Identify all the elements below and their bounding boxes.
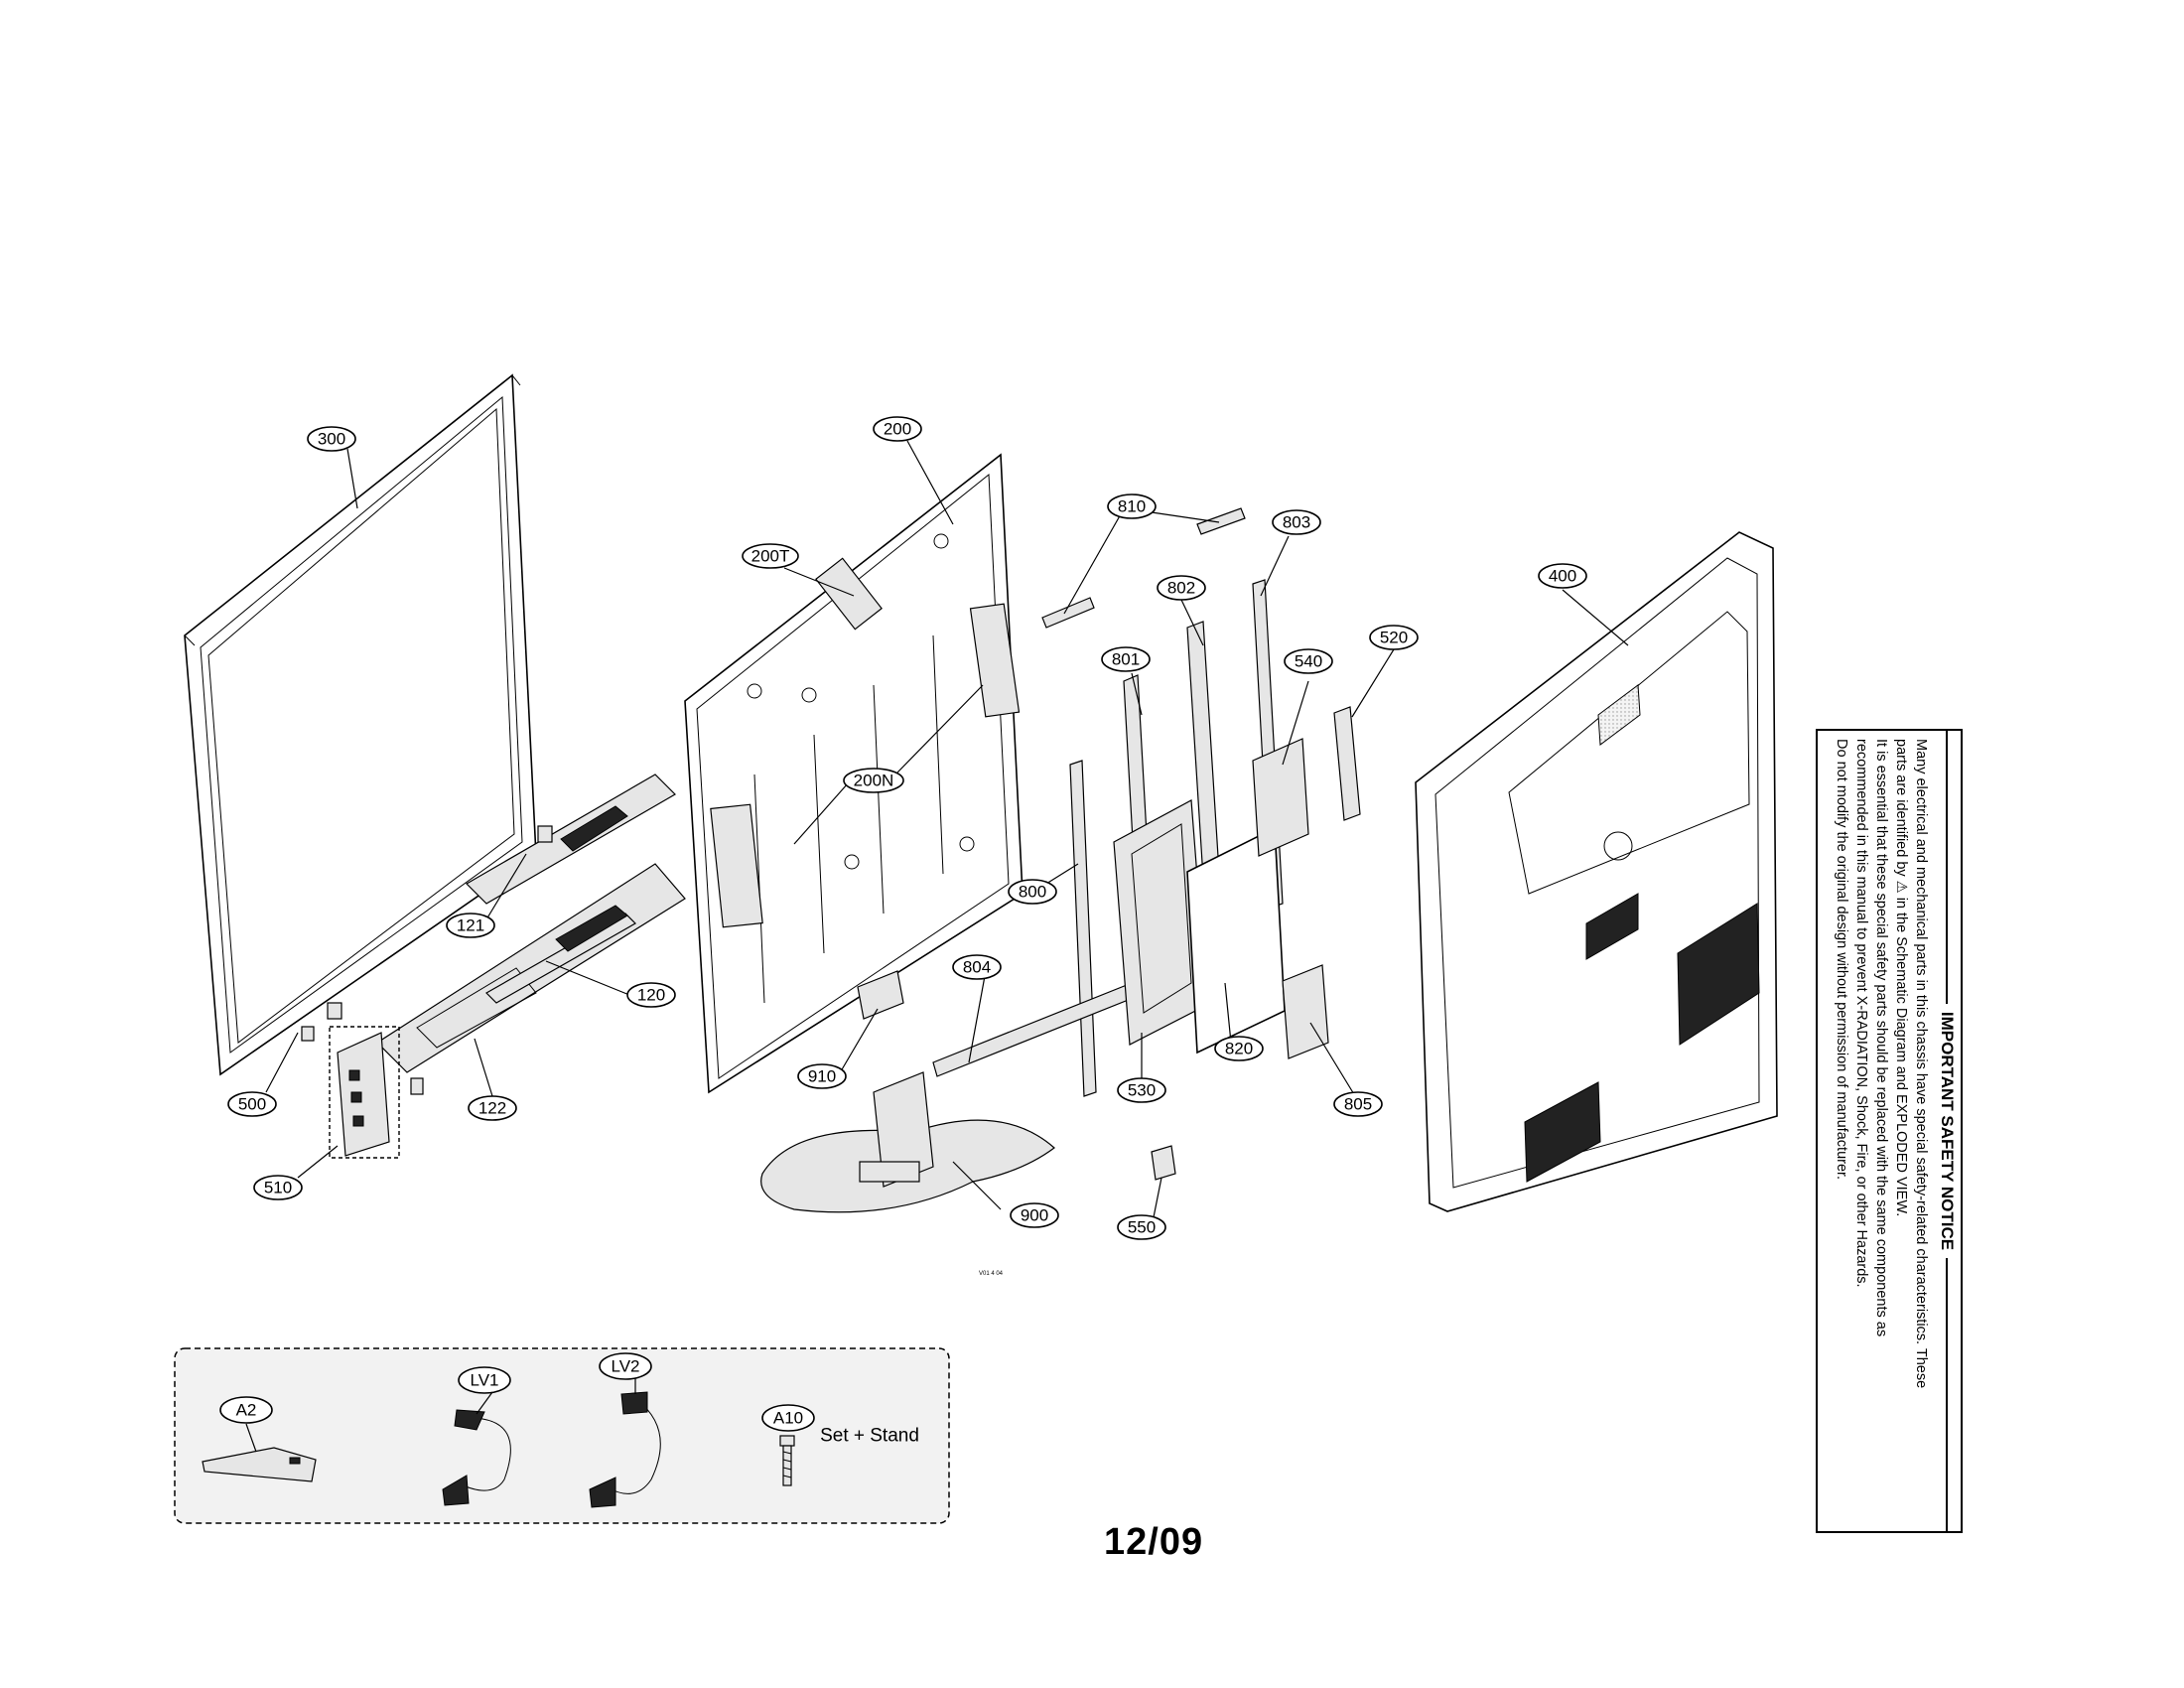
callout-804: 804 [952, 954, 1002, 980]
svg-text:120: 120 [637, 986, 665, 1005]
svg-text:510: 510 [264, 1179, 292, 1197]
cable-lv2-part [589, 1391, 661, 1508]
safety-notice-line: Do not modify the original design withou… [1834, 739, 1849, 1181]
callout-300: 300 [307, 426, 356, 452]
svg-text:300: 300 [318, 430, 345, 449]
front-bezel-part [184, 373, 537, 1076]
svg-text:540: 540 [1295, 652, 1322, 671]
remote-control-part [202, 1447, 317, 1482]
svg-text:800: 800 [1019, 883, 1046, 902]
safety-notice-line: recommended in this manual to prevent X-… [1853, 739, 1869, 1288]
svg-text:200: 200 [884, 420, 911, 439]
callout-802: 802 [1157, 575, 1206, 601]
svg-text:550: 550 [1128, 1218, 1156, 1237]
svg-text:121: 121 [457, 916, 484, 935]
stand-base-part [760, 1071, 1055, 1213]
svg-text:910: 910 [808, 1067, 836, 1086]
cable-lv1-part [442, 1409, 511, 1506]
drawing-id-mark: V01 4 04 [979, 1271, 1004, 1277]
callout-530: 530 [1117, 1077, 1166, 1103]
callout-400: 400 [1538, 563, 1587, 589]
callout-a10: A10 [761, 1404, 815, 1432]
svg-text:122: 122 [478, 1099, 506, 1118]
bracket-805-part [1282, 964, 1329, 1059]
svg-text:900: 900 [1021, 1206, 1048, 1225]
callout-801: 801 [1101, 646, 1151, 672]
switch-550-part [1151, 1145, 1176, 1181]
leader-lines [265, 440, 1629, 1218]
callout-200: 200 [873, 416, 922, 442]
callout-550: 550 [1117, 1214, 1166, 1240]
svg-text:802: 802 [1167, 579, 1195, 598]
svg-text:810: 810 [1118, 497, 1146, 516]
callout-121: 121 [446, 913, 495, 938]
svg-text:200N: 200N [854, 772, 894, 790]
main-board-parts [301, 774, 686, 1095]
callout-510: 510 [253, 1175, 303, 1200]
svg-text:520: 520 [1380, 629, 1408, 647]
bottom-bracket-part [932, 982, 1137, 1077]
svg-text:805: 805 [1344, 1095, 1372, 1114]
callout-910: 910 [797, 1063, 847, 1089]
callout-820: 820 [1214, 1036, 1264, 1061]
callout-520: 520 [1369, 625, 1419, 650]
svg-text:820: 820 [1225, 1040, 1253, 1058]
callout-900: 900 [1010, 1202, 1059, 1228]
safety-notice-title: IMPORTANT SAFETY NOTICE [1937, 731, 1957, 1531]
callout-803: 803 [1272, 509, 1321, 535]
callout-lv2: LV2 [599, 1352, 652, 1380]
svg-text:LV2: LV2 [612, 1357, 640, 1376]
callout-805: 805 [1333, 1091, 1383, 1117]
callout-540: 540 [1284, 648, 1333, 674]
svg-text:530: 530 [1128, 1081, 1156, 1100]
back-cover-part [1415, 531, 1778, 1212]
callout-200t: 200T [742, 543, 799, 569]
svg-text:500: 500 [238, 1095, 266, 1114]
bracket-810-parts [1041, 507, 1246, 629]
svg-text:A2: A2 [236, 1401, 257, 1420]
a10-note: Set + Stand [820, 1426, 919, 1447]
safety-notice-content: IMPORTANT SAFETY NOTICE Many electrical … [1818, 731, 1961, 1531]
callout-lv1: LV1 [458, 1366, 511, 1394]
page-number: 12/09 [1104, 1521, 1204, 1563]
board-540-part [1252, 738, 1309, 857]
callout-500: 500 [227, 1091, 277, 1117]
accessories-box: A2 LV1 LV2 A10 Set + Stand [174, 1347, 950, 1524]
stand-hinge-part [857, 970, 904, 1020]
callout-800: 800 [1008, 879, 1057, 905]
svg-text:400: 400 [1549, 567, 1576, 586]
svg-text:200T: 200T [751, 547, 790, 566]
callout-200n: 200N [843, 768, 904, 793]
callout-a2: A2 [219, 1396, 273, 1424]
svg-text:803: 803 [1283, 513, 1310, 532]
svg-text:LV1: LV1 [471, 1371, 499, 1390]
svg-text:804: 804 [963, 958, 991, 977]
safety-notice-line: It is essential that these special safet… [1873, 739, 1889, 1337]
callout-122: 122 [468, 1095, 517, 1121]
safety-notice-box: IMPORTANT SAFETY NOTICE Many electrical … [1816, 729, 1963, 1533]
screw-a10-part [779, 1435, 795, 1486]
safety-notice-line: Many electrical and mechanical parts in … [1913, 739, 1929, 1389]
side-av-module-part [329, 1026, 400, 1159]
board-520-part [1333, 706, 1361, 821]
callout-120: 120 [626, 982, 676, 1008]
svg-text:801: 801 [1112, 650, 1140, 669]
safety-notice-line: parts are identified by ⚠ in the Schemat… [1893, 739, 1909, 1217]
callout-810: 810 [1107, 493, 1157, 519]
svg-text:A10: A10 [773, 1409, 803, 1428]
